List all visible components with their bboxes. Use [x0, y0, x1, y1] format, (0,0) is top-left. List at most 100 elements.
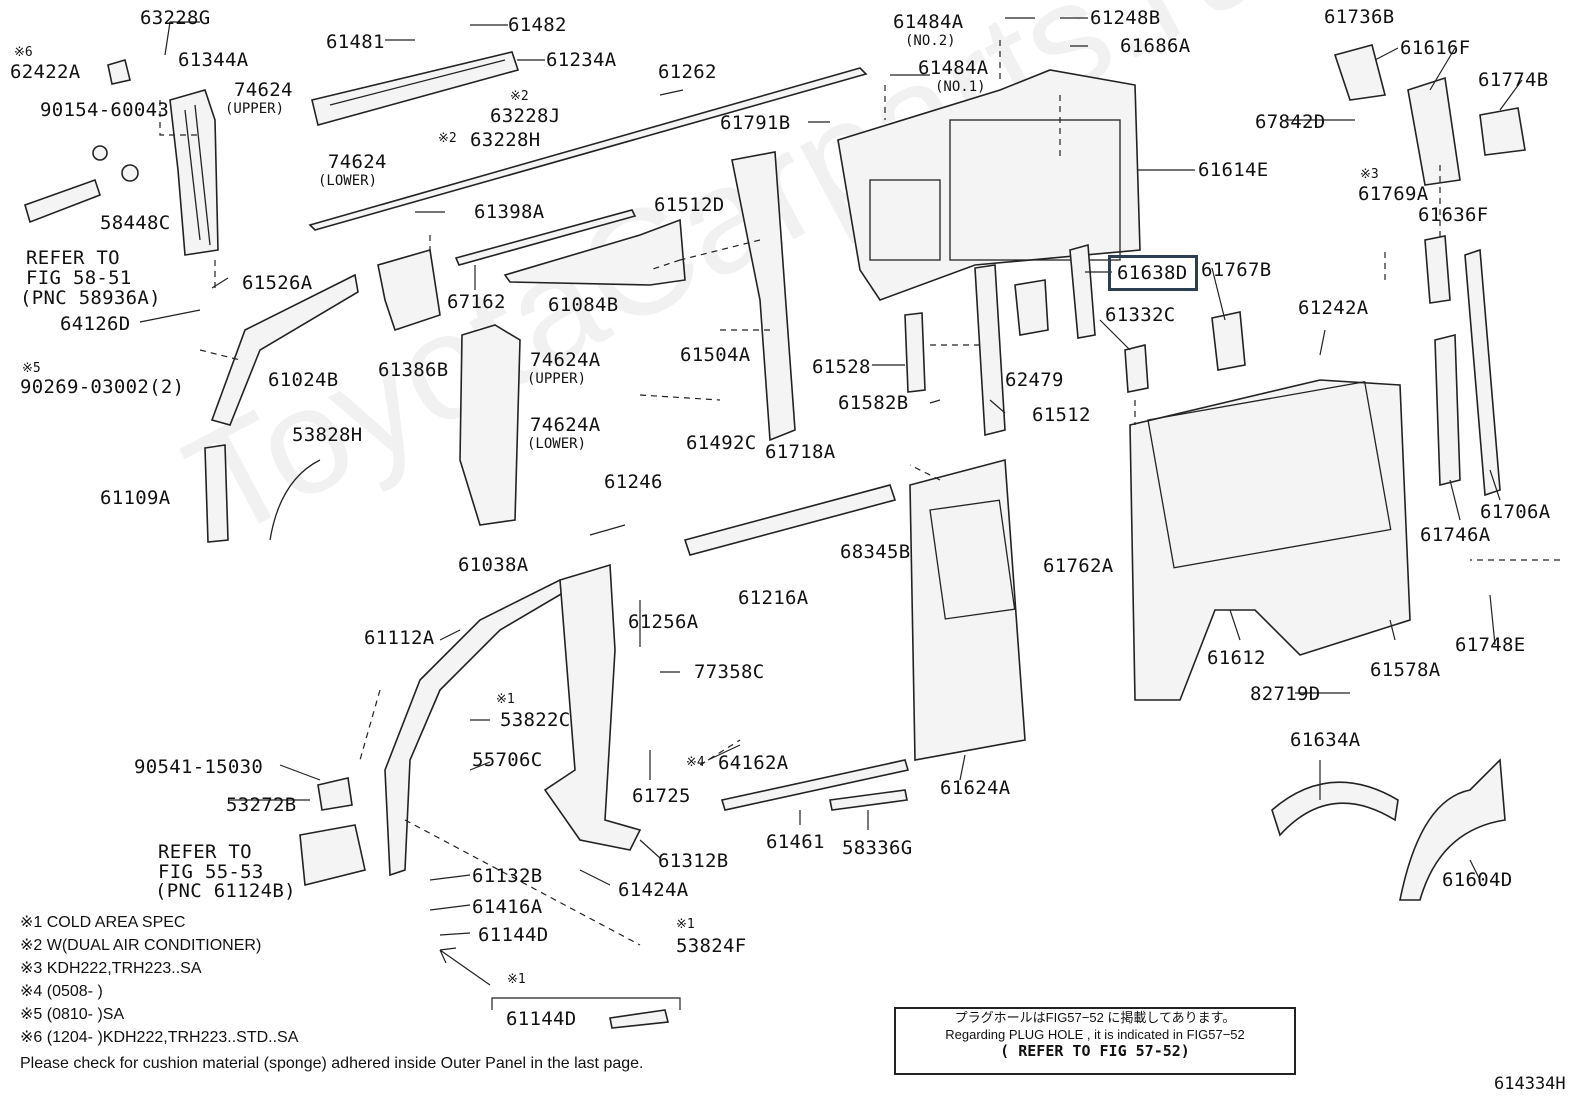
part-label-61736B[interactable]: 61736B — [1324, 6, 1395, 28]
part-label-61484A-no1[interactable]: 61484A — [918, 57, 989, 79]
part-label-61774B[interactable]: 61774B — [1478, 69, 1549, 91]
part-label-61109A[interactable]: 61109A — [100, 487, 171, 509]
part-label-61767B[interactable]: 61767B — [1201, 259, 1272, 281]
part-58936A — [24, 178, 102, 224]
part-label-90269-03002[interactable]: 90269-03002(2) — [20, 376, 185, 398]
part-label-61132B[interactable]: 61132B — [472, 865, 543, 887]
part-61512 — [974, 264, 1006, 437]
part-variant-upper: (UPPER) — [225, 101, 285, 117]
part-label-58336G[interactable]: 58336G — [842, 837, 913, 859]
part-label-61024B[interactable]: 61024B — [268, 369, 339, 391]
part-label-61528[interactable]: 61528 — [812, 356, 871, 378]
part-label-61634A[interactable]: 61634A — [1290, 729, 1361, 751]
part-61636F — [1424, 235, 1451, 304]
part-label-61484A-no2[interactable]: 61484A — [893, 11, 964, 33]
part-61332C — [1124, 343, 1149, 393]
refer-line-2[interactable]: FIG 58-51 — [26, 267, 132, 289]
part-label-53828H[interactable]: 53828H — [292, 424, 363, 446]
part-label-77358C[interactable]: 77358C — [694, 661, 765, 683]
part-label-61424A[interactable]: 61424A — [618, 879, 689, 901]
part-label-61248B[interactable]: 61248B — [1090, 7, 1161, 29]
part-label-61084B[interactable]: 61084B — [548, 294, 619, 316]
part-label-61344A[interactable]: 61344A — [178, 49, 249, 71]
part-label-90541-15030[interactable]: 90541-15030 — [134, 756, 264, 778]
part-label-53272B[interactable]: 53272B — [226, 794, 297, 816]
part-label-61706A[interactable]: 61706A — [1480, 501, 1551, 523]
part-label-55706C[interactable]: 55706C — [472, 749, 543, 771]
part-label-63228G[interactable]: 63228G — [140, 7, 211, 29]
part-label-61332C[interactable]: 61332C — [1105, 304, 1176, 326]
note-mark-2a: ※2 — [510, 89, 529, 104]
part-label-53824F[interactable]: 53824F — [676, 935, 747, 957]
part-label-61638D[interactable]: 61638D — [1117, 262, 1188, 284]
part-label-90154-60043[interactable]: 90154-60043 — [40, 99, 170, 121]
part-label-61216A[interactable]: 61216A — [738, 587, 809, 609]
part-label-53822C[interactable]: 53822C — [500, 709, 571, 731]
part-label-61612[interactable]: 61612 — [1207, 647, 1266, 669]
part-label-61416A[interactable]: 61416A — [472, 896, 543, 918]
note-mark-1b: ※1 — [676, 917, 695, 932]
part-90154 — [92, 145, 108, 161]
part-label-74624-lower[interactable]: 74624 — [328, 151, 387, 173]
part-label-61112A[interactable]: 61112A — [364, 627, 435, 649]
part-label-67842D[interactable]: 67842D — [1255, 111, 1326, 133]
part-label-61461[interactable]: 61461 — [766, 831, 825, 853]
part-label-61492C[interactable]: 61492C — [686, 432, 757, 454]
part-label-61746A[interactable]: 61746A — [1420, 524, 1491, 546]
legend-note-5: ※5 (0810- )SA — [20, 1006, 125, 1023]
part-label-61748E[interactable]: 61748E — [1455, 634, 1526, 656]
part-label-64126D[interactable]: 64126D — [60, 313, 131, 335]
part-label-61246[interactable]: 61246 — [604, 471, 663, 493]
part-label-61636F[interactable]: 61636F — [1418, 204, 1489, 226]
legend-note-6: ※6 (1204- )KDH222,TRH223..STD..SA — [20, 1029, 299, 1046]
part-label-61256A[interactable]: 61256A — [628, 611, 699, 633]
part-label-74624A-upper[interactable]: 74624A — [530, 349, 601, 371]
part-label-61791B[interactable]: 61791B — [720, 112, 791, 134]
part-label-61242A[interactable]: 61242A — [1298, 297, 1369, 319]
part-label-63228J[interactable]: 63228J — [490, 105, 561, 127]
part-label-61512[interactable]: 61512 — [1032, 404, 1091, 426]
part-label-61604D[interactable]: 61604D — [1442, 869, 1513, 891]
part-label-74624A-lower[interactable]: 74624A — [530, 414, 601, 436]
part-label-61144D-variant[interactable]: 61144D — [506, 1008, 577, 1030]
part-label-74624-upper[interactable]: 74624 — [234, 79, 293, 101]
part-label-61624A[interactable]: 61624A — [940, 777, 1011, 799]
part-label-63228H[interactable]: 63228H — [470, 129, 541, 151]
part-label-82719D[interactable]: 82719D — [1250, 683, 1321, 705]
part-label-61312B[interactable]: 61312B — [658, 850, 729, 872]
part-label-61512D[interactable]: 61512D — [654, 194, 725, 216]
part-label-61482[interactable]: 61482 — [508, 14, 567, 36]
part-label-61578A[interactable]: 61578A — [1370, 659, 1441, 681]
part-variant-upper-2: (UPPER) — [527, 371, 587, 387]
refer-line-4: REFER TO — [158, 841, 252, 863]
part-label-61144D[interactable]: 61144D — [478, 924, 549, 946]
part-label-61686A[interactable]: 61686A — [1120, 35, 1191, 57]
part-label-61262[interactable]: 61262 — [658, 61, 717, 83]
part-label-61038A[interactable]: 61038A — [458, 554, 529, 576]
part-label-61725[interactable]: 61725 — [632, 785, 691, 807]
plug-note-refer[interactable]: ( REFER TO FIG 57-52) — [1000, 1042, 1190, 1060]
part-label-61398A[interactable]: 61398A — [474, 201, 545, 223]
refer-line-5[interactable]: FIG 55-53 — [158, 861, 264, 883]
part-label-61762A[interactable]: 61762A — [1043, 555, 1114, 577]
part-label-61769A[interactable]: 61769A — [1358, 183, 1429, 205]
part-label-68345B[interactable]: 68345B — [840, 541, 911, 563]
part-label-67162[interactable]: 67162 — [447, 291, 506, 313]
part-label-61614E[interactable]: 61614E — [1198, 159, 1269, 181]
part-label-64162A[interactable]: 64162A — [718, 752, 789, 774]
footer-note: Please check for cushion material (spong… — [20, 1055, 644, 1072]
part-label-61582B[interactable]: 61582B — [838, 392, 909, 414]
part-61624A — [909, 458, 1026, 761]
part-label-61504A[interactable]: 61504A — [680, 344, 751, 366]
part-label-61386B[interactable]: 61386B — [378, 359, 449, 381]
part-61604D — [1399, 758, 1506, 901]
part-label-61616F[interactable]: 61616F — [1400, 37, 1471, 59]
part-label-62479[interactable]: 62479 — [1005, 369, 1064, 391]
part-label-58448C[interactable]: 58448C — [100, 212, 171, 234]
part-label-61526A[interactable]: 61526A — [242, 272, 313, 294]
part-label-62422A[interactable]: 62422A — [10, 61, 81, 83]
part-label-61718A[interactable]: 61718A — [765, 441, 836, 463]
part-62479 — [1014, 279, 1049, 336]
part-label-61481[interactable]: 61481 — [326, 31, 385, 53]
part-label-61234A[interactable]: 61234A — [546, 49, 617, 71]
